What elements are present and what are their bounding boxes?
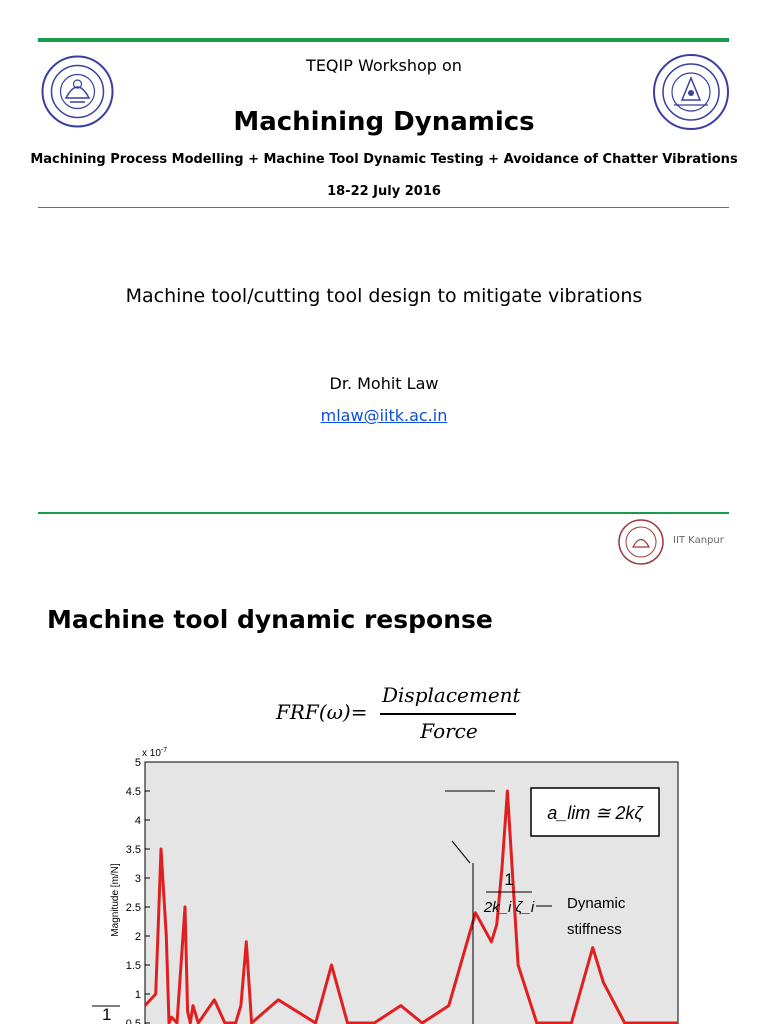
y-tick-label: 1.5 <box>126 960 141 972</box>
alim-box <box>530 787 660 837</box>
bottom-fraction-numerator: 1 <box>102 1005 111 1024</box>
y-tick-label: 1 <box>135 989 141 1001</box>
y-tick-label: 4 <box>135 815 141 827</box>
iit-kanpur-label: IIT Kanpur <box>673 535 724 546</box>
stiffness-label-line1: Dynamic <box>567 895 626 912</box>
formula-lhs: FRF(ω)= <box>276 700 368 724</box>
workshop-title: Machining Dynamics <box>233 107 535 137</box>
workshop-kicker: TEQIP Workshop on <box>306 56 462 75</box>
stiffness-label-line2: stiffness <box>567 921 622 938</box>
y-tick-label: 5 <box>135 757 141 769</box>
formula-denominator: Force <box>420 719 478 743</box>
frf-magnitude-chart: 5 4.5 4 3.5 3 2.5 2 1.5 1 0.5 Magnitude [m/N] x 1… <box>92 747 679 1024</box>
iit-kanpur-logo <box>618 519 664 565</box>
y-tick-label: 2.5 <box>126 902 141 914</box>
author-email: mlaw@iitk.ac.in <box>0 406 768 425</box>
slide-divider <box>38 512 729 514</box>
y-tick-label: 2 <box>135 931 141 943</box>
y-tick-label: 0.5 <box>126 1018 141 1024</box>
y-tick-label: 3 <box>135 873 141 885</box>
email-link[interactable]: mlaw@iitk.ac.in <box>320 406 448 425</box>
series-line <box>143 789 678 1024</box>
top-rule <box>38 38 729 42</box>
stiffness-numerator: 1 <box>504 870 513 889</box>
y-multiplier: x 10-7 <box>142 747 167 759</box>
leader-line <box>451 840 471 864</box>
y-axis-ticks: 5 4.5 4 3.5 3 2.5 2 1.5 1 0.5 <box>126 757 150 1024</box>
header-divider <box>38 207 729 208</box>
workshop-subtitle: Machining Process Modelling + Machine To… <box>30 152 738 167</box>
y-axis-label: Magnitude [m/N] <box>110 863 121 937</box>
stiffness-denominator: 2k_i ζ_i <box>483 899 535 916</box>
formula-numerator: Displacement <box>382 683 521 707</box>
workshop-date: 18-22 July 2016 <box>327 184 441 199</box>
slide2-title: Machine tool dynamic response <box>47 605 493 634</box>
frf-formula: FRF(ω)= Displacement Force <box>272 683 532 743</box>
iit-seal-logo-left <box>41 55 114 128</box>
y-tick-label: 4.5 <box>126 786 141 798</box>
talk-title: Machine tool/cutting tool design to miti… <box>125 285 643 307</box>
iit-seal-logo-right <box>653 54 729 130</box>
alim-text: a_lim ≅ 2kζ <box>547 803 644 823</box>
y-tick-label: 3.5 <box>126 844 141 856</box>
author-name: Dr. Mohit Law <box>329 374 439 393</box>
formula-bar <box>380 713 516 715</box>
